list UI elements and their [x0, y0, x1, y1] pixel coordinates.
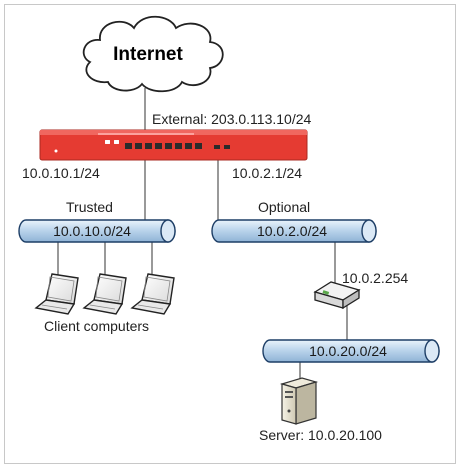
- server-network-pipe: 10.0.20.0/24: [262, 339, 440, 363]
- firewall-appliance: [39, 129, 308, 161]
- internet-cloud: Internet: [82, 15, 224, 93]
- laptop-icon: [82, 273, 127, 315]
- optional-network-label: 10.0.2.0/24: [257, 223, 327, 239]
- internet-label: Internet: [113, 44, 183, 65]
- router-icon: [313, 281, 361, 310]
- server-label: Server: 10.0.20.100: [259, 427, 382, 443]
- clients-label: Client computers: [44, 318, 149, 334]
- server-icon: [279, 377, 319, 425]
- connection-lines: [57, 88, 348, 382]
- trusted-network-label: 10.0.10.0/24: [53, 223, 131, 239]
- firewall-ports: [125, 143, 230, 149]
- laptop-icon: [130, 273, 175, 315]
- laptop-icon: [34, 273, 79, 315]
- optional-gateway-label: 10.0.2.1/24: [232, 165, 302, 181]
- external-interface-label: External: 203.0.113.10/24: [152, 111, 312, 127]
- optional-network-pipe: 10.0.2.0/24: [211, 219, 377, 243]
- trusted-gateway-label: 10.0.10.1/24: [22, 165, 100, 181]
- router-address-label: 10.0.2.254: [342, 270, 408, 286]
- trusted-segment-label: Trusted: [66, 199, 113, 215]
- server-network-label: 10.0.20.0/24: [309, 343, 387, 359]
- trusted-network-pipe: 10.0.10.0/24: [18, 219, 176, 243]
- optional-segment-label: Optional: [258, 199, 310, 215]
